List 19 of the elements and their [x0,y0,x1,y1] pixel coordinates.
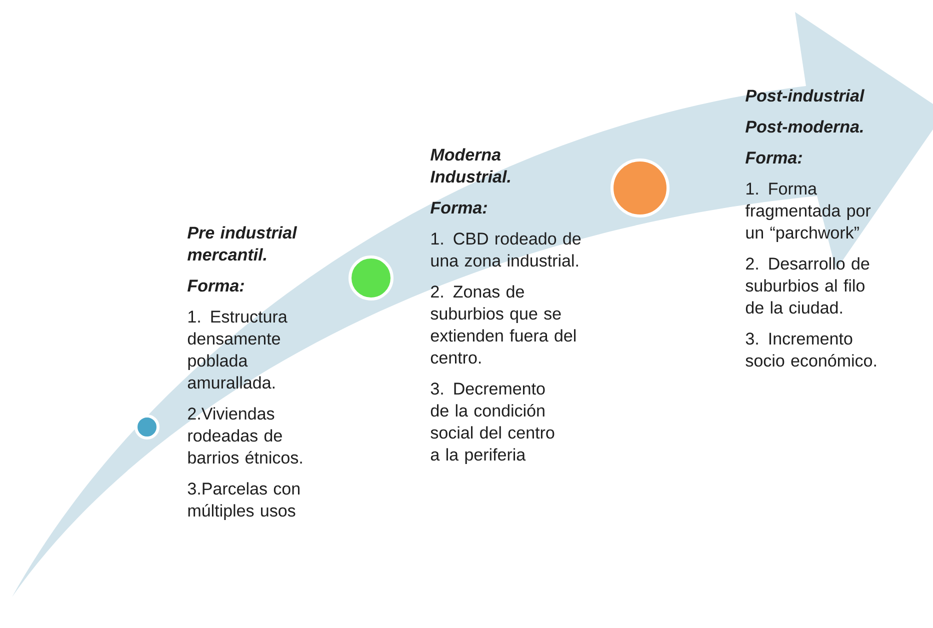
stage-item: 3. Incremento socio económico. [746,332,876,367]
stage-item: 3. Decremento de la condición social del centro a la periferia [430,382,554,464]
stage-circle [348,256,394,300]
stage-item: 1. Forma fragmentada por un “parchwork” [745,182,871,242]
stage-heading: Pre industrial mercantil. [188,226,298,261]
stage-item: 2. Desarrollo de suburbios al filo de la ciudad. [746,257,870,314]
stage-item: 1. CBD rodeado de una zona industrial. [431,232,581,267]
stage-item: 2. Zonas de suburbios que se extienden fuera del centro. [430,285,576,364]
stage-heading: Post-industrial [746,89,865,102]
stage-heading: Forma: [430,202,487,214]
stage-heading: Moderna Industrial. [430,148,510,183]
stage-item: 1. Estructura densamente poblada amurallada. [188,310,288,389]
stage-heading: Post-moderna. [746,120,863,133]
stage-circle [610,158,670,218]
stage-item: 2.Viviendas rodeadas de barrios étnicos. [188,407,302,464]
stage-item: 3.Parcelas con múltiples usos [188,482,300,520]
stage-heading: Forma: [188,280,244,292]
stage-heading: Forma: [746,152,802,164]
stage-circle [134,414,160,440]
